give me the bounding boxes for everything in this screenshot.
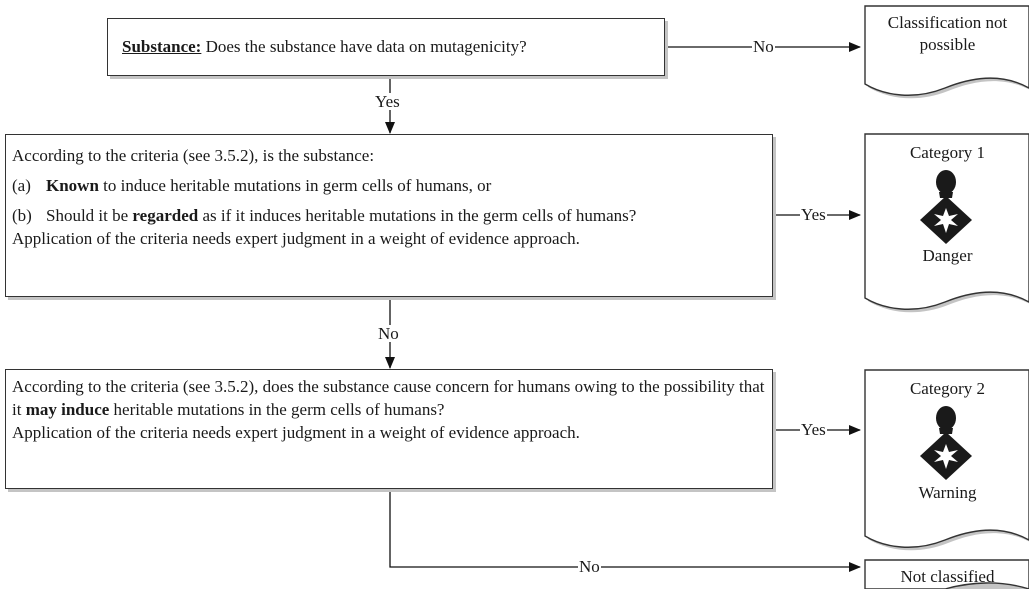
outcome-not-classified: Not classified (900, 567, 995, 586)
criterion-b-text: Should it be regarded as if it induces h… (46, 205, 766, 228)
outcome-category-2-title: Category 2 (909, 379, 986, 398)
label-no-top: No (752, 37, 775, 56)
question-3-note: Application of the criteria needs expert… (12, 422, 580, 442)
criterion-b-post: as if it induces heritable mutations in … (198, 205, 637, 225)
outcome-shape-not-possible (864, 5, 1029, 99)
label-yes-category-2: Yes (800, 420, 827, 439)
criterion-a-label: (a) (12, 175, 31, 195)
label-yes-down: Yes (374, 92, 401, 111)
outcome-category-1-signal-word: Danger (922, 246, 973, 265)
question-3-text: According to the criteria (see 3.5.2), d… (12, 376, 766, 422)
substance-label: Substance: (122, 36, 202, 56)
question-1-text: Substance: Does the substance have data … (122, 36, 527, 59)
question-box-category-2: According to the criteria (see 3.5.2), d… (5, 369, 773, 489)
question-2-note: Application of the criteria needs expert… (12, 228, 580, 248)
outcome-classification-not-possible: Classification not possible (887, 13, 1008, 55)
criterion-a: (a) Known to induce heritable mutations … (12, 175, 766, 198)
connector-no-bottom (389, 489, 861, 572)
question-box-data-availability: Substance: Does the substance have data … (107, 18, 665, 76)
label-no-down: No (377, 324, 400, 343)
question-3-pre: According to the criteria (see 3.5.2), d… (12, 377, 765, 419)
criterion-a-rest: to induce heritable mutations in germ ce… (98, 175, 492, 195)
outcome-category-1-title: Category 1 (909, 143, 986, 162)
criterion-b: (b) Should it be regarded as if it induc… (12, 205, 766, 228)
question-1-body: Does the substance have data on mutageni… (201, 36, 527, 56)
question-box-category-1: According to the criteria (see 3.5.2), i… (5, 134, 773, 297)
question-2-intro: According to the criteria (see 3.5.2), i… (12, 146, 375, 165)
criterion-b-emphasis: regarded (132, 205, 199, 225)
question-3-post: heritable mutations in the germ cells of… (109, 399, 445, 419)
criterion-b-pre: Should it be (46, 205, 133, 225)
criterion-a-text: Known to induce heritable mutations in g… (46, 175, 766, 198)
criterion-b-label: (b) (12, 205, 32, 225)
criterion-a-emphasis: Known (46, 175, 99, 195)
label-yes-category-1: Yes (800, 205, 827, 224)
outcome-category-2-signal-word: Warning (918, 483, 977, 502)
label-no-bottom: No (578, 557, 601, 576)
question-3-emphasis: may induce (25, 399, 110, 419)
